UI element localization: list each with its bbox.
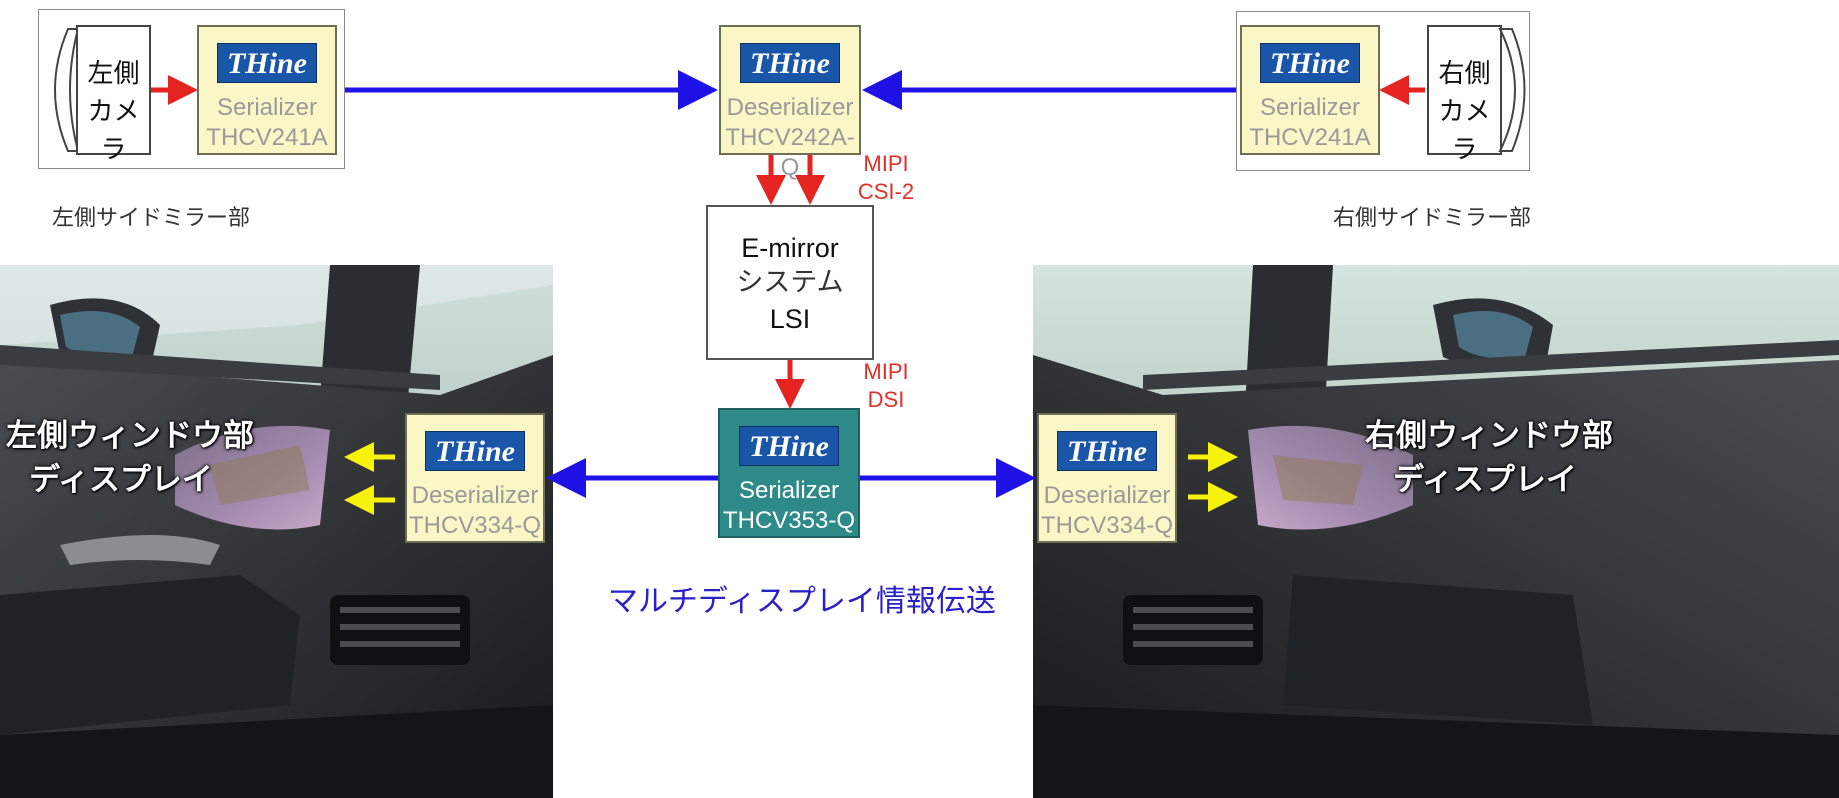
left-window-display-label: 左側ウィンドウ部 ディスプレイ bbox=[6, 414, 254, 502]
left-camera: 左側 カメラ bbox=[40, 25, 151, 165]
right-serializer-part: THCV241A bbox=[1249, 124, 1371, 151]
thine-logo: THine bbox=[425, 431, 525, 471]
right-camera-label-line1: 右側 bbox=[1438, 59, 1491, 89]
left-mirror-section-label: 左側サイドミラー部 bbox=[52, 206, 251, 231]
center-deserializer-part: THCV242A-Q bbox=[725, 124, 855, 181]
thine-logo: THine bbox=[1057, 431, 1157, 471]
thine-logo: THine bbox=[739, 426, 839, 466]
emirror-lsi-box: E-mirror システム LSI bbox=[706, 205, 874, 360]
right-serializer-role: Serializer bbox=[1259, 94, 1361, 121]
left-camera-label-line2: カメラ bbox=[87, 97, 140, 165]
center-serializer-role: Serializer bbox=[738, 477, 840, 504]
right-serializer-chip: THine Serializer THCV241A bbox=[1240, 25, 1380, 155]
lsi-line2: システム bbox=[736, 267, 844, 298]
right-window-line1: 右側ウィンドウ部 bbox=[1365, 418, 1613, 454]
right-car-interior-photo bbox=[1033, 265, 1839, 798]
center-deserializer-chip: THine Deserializer THCV242A-Q bbox=[719, 25, 861, 181]
multi-display-title: マルチディスプレイ情報伝送 bbox=[608, 584, 996, 619]
left-deserializer-part: THCV334-Q bbox=[408, 512, 542, 539]
lsi-line3: LSI bbox=[769, 304, 811, 334]
left-serializer-chip: THine Serializer THCV241A bbox=[197, 25, 337, 155]
lsi-line1: E-mirror bbox=[741, 233, 839, 263]
right-deserializer-role: Deserializer bbox=[1043, 482, 1171, 509]
right-mirror-section-label: 右側サイドミラー部 bbox=[1333, 206, 1532, 231]
right-deserializer-chip: THine Deserializer THCV334-Q bbox=[1037, 413, 1177, 543]
left-serializer-part: THCV241A bbox=[206, 124, 328, 151]
left-window-line2: ディスプレイ bbox=[29, 462, 213, 498]
right-window-line2: ディスプレイ bbox=[1393, 462, 1577, 498]
left-serializer-role: Serializer bbox=[216, 94, 318, 121]
right-camera-body: 右側 カメラ bbox=[1427, 25, 1502, 165]
right-camera: 右側 カメラ bbox=[1427, 25, 1532, 165]
thine-logo: THine bbox=[1260, 43, 1360, 83]
center-deserializer-role: Deserializer bbox=[726, 94, 854, 121]
mipi-csi-label: MIPI CSI-2 bbox=[856, 150, 916, 206]
mipi-dsi-label: MIPI DSI bbox=[856, 358, 916, 414]
mipi-dsi-line2: DSI bbox=[867, 387, 905, 412]
center-serializer-part: THCV353-Q bbox=[722, 507, 856, 534]
thine-logo: THine bbox=[740, 43, 840, 83]
right-window-display-label: 右側ウィンドウ部 ディスプレイ bbox=[1365, 414, 1613, 502]
right-deserializer-part: THCV334-Q bbox=[1040, 512, 1174, 539]
left-camera-body: 左側 カメラ bbox=[76, 25, 151, 165]
left-window-line1: 左側ウィンドウ部 bbox=[6, 418, 254, 454]
mipi-csi-line1: MIPI bbox=[863, 151, 909, 176]
left-deserializer-role: Deserializer bbox=[411, 482, 539, 509]
left-camera-label-line1: 左側 bbox=[87, 59, 140, 89]
left-deserializer-chip: THine Deserializer THCV334-Q bbox=[405, 413, 545, 543]
thine-logo: THine bbox=[217, 43, 317, 83]
right-camera-label-line2: カメラ bbox=[1438, 97, 1491, 165]
center-serializer-chip: THine Serializer THCV353-Q bbox=[718, 408, 860, 538]
mipi-dsi-line1: MIPI bbox=[863, 359, 909, 384]
mipi-csi-line2: CSI-2 bbox=[857, 179, 915, 204]
